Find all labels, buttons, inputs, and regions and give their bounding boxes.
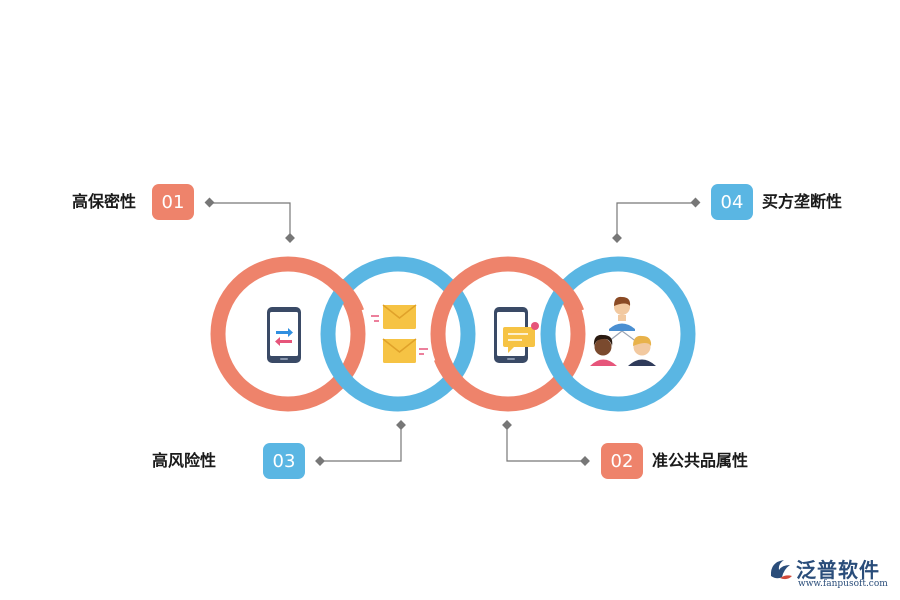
item-label-04: 买方垄断性 xyxy=(762,192,843,211)
logo-mark-icon xyxy=(770,560,792,580)
connector-02 xyxy=(506,425,585,462)
logo-url: www.fanpusoft.com xyxy=(798,579,888,589)
connector-03 xyxy=(320,425,402,462)
ring-1 xyxy=(210,256,366,412)
fanpusoft-logo: 泛普软件 www.fanpusoft.com xyxy=(768,554,894,594)
item-badge-03: 03 xyxy=(263,443,305,479)
connector-04 xyxy=(616,202,695,238)
phone-message-icon xyxy=(494,307,539,363)
ring-2 xyxy=(320,256,476,412)
item-label-03: 高风险性 xyxy=(152,451,217,470)
item-label-02: 准公共品属性 xyxy=(652,451,749,470)
item-badge-04: 04 xyxy=(711,184,753,220)
people-network-icon xyxy=(590,296,656,366)
connector-dots xyxy=(204,197,701,466)
ring-3-overlap-lower xyxy=(434,355,464,389)
connector-01 xyxy=(210,202,291,238)
logo-text: 泛普软件 xyxy=(796,558,880,582)
ring-1-overlap xyxy=(332,278,365,315)
item-badge-01: 01 xyxy=(152,184,194,220)
phone-transfer-icon xyxy=(267,307,301,363)
ring-4 xyxy=(540,256,696,412)
item-badge-02: 02 xyxy=(601,443,643,479)
item-label-01: 高保密性 xyxy=(72,192,137,211)
ring-3-overlap-upper xyxy=(552,278,585,315)
mail-envelopes-icon xyxy=(371,304,428,363)
ring-3 xyxy=(430,256,586,412)
connectors xyxy=(210,202,695,462)
rings xyxy=(210,256,696,412)
